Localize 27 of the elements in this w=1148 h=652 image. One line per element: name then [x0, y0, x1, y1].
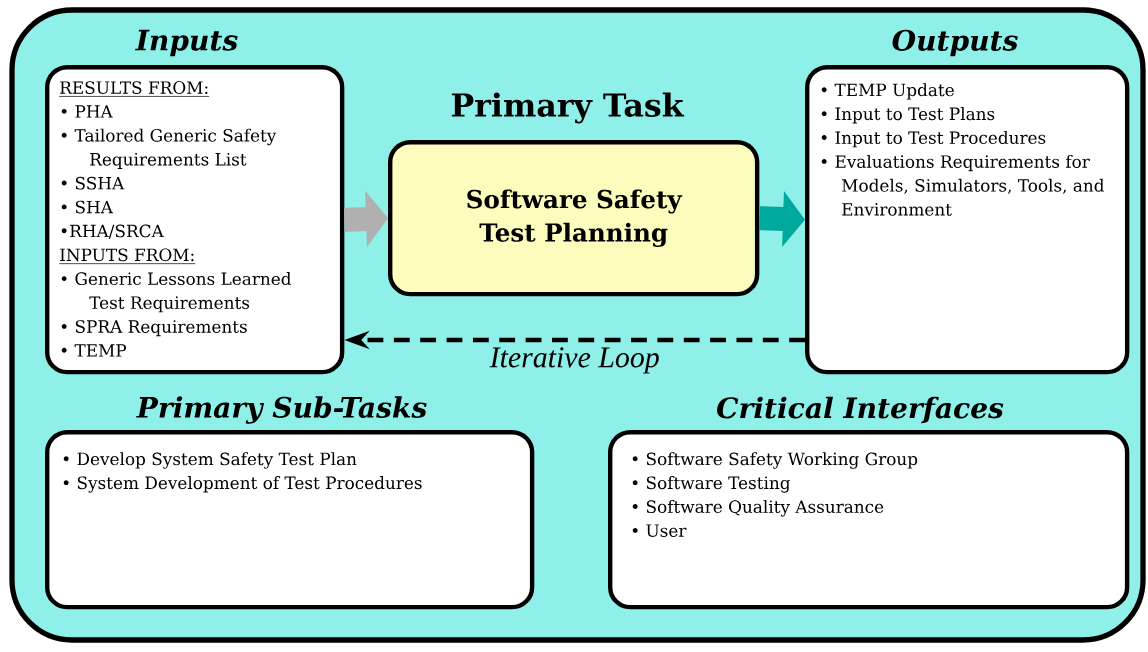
list-item: • Tailored Generic Safety Requirements List	[61, 128, 277, 169]
list-item: • Software Testing	[632, 476, 791, 493]
section-heading: Critical Interfaces	[717, 396, 1004, 424]
list-item: • Generic Lessons Learned Test Requirements	[61, 272, 292, 313]
list-item: • System Development of Test Procedures	[63, 476, 422, 493]
list-item: • Evaluations Requirements for Models, Simulators, Tools, and Environment	[821, 154, 1105, 216]
list-item: • SSHA	[61, 176, 125, 190]
list-item: • SPRA Requirements	[61, 320, 247, 337]
section-heading: Inputs	[135, 29, 238, 57]
list-item: • TEMP	[61, 344, 127, 357]
list-item: • PHA	[61, 105, 113, 118]
section-heading: Primary Task	[451, 92, 685, 124]
section-heading: Primary Sub-Tasks	[136, 396, 427, 424]
list-heading: RESULTS FROM:	[58, 81, 210, 97]
edge-label: Iterative Loop	[487, 345, 662, 376]
section-heading: Outputs	[892, 29, 1018, 57]
list-heading: INPUTS FROM:	[58, 248, 196, 265]
list-item: • Software Quality Assurance	[632, 500, 884, 517]
list-item: • TEMP Update	[821, 83, 954, 100]
list-item: • Input to Test Plans	[821, 107, 995, 124]
list-item: • SHA	[61, 200, 114, 214]
list-item: • Input to Test Procedures	[821, 131, 1046, 148]
list-item: • Software Safety Working Group	[632, 452, 918, 469]
list-item: • User	[632, 524, 687, 537]
list-item: •RHA/SRCA	[61, 224, 164, 239]
list-item: • Develop System Safety Test Plan	[63, 452, 357, 469]
task-title: Software Safety Test Planning	[467, 189, 683, 247]
